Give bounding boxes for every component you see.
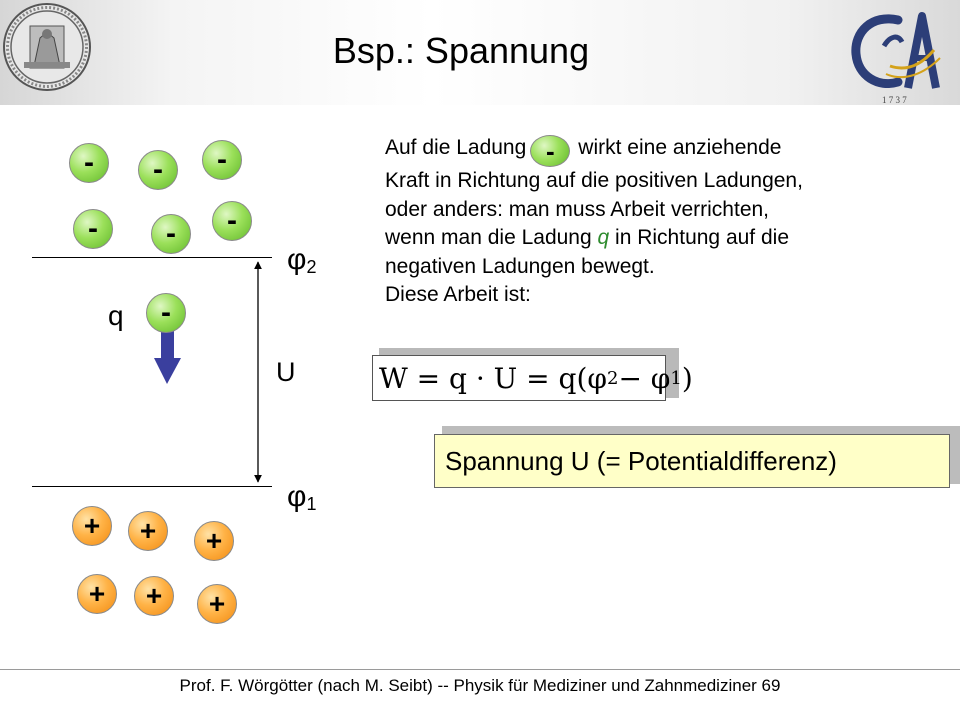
negative-charge: -: [138, 150, 178, 190]
slide-footer: Prof. F. Wörgötter (nach M. Seibt) -- Ph…: [179, 676, 781, 695]
positive-charge: +: [77, 574, 117, 614]
explanation-line-2: Kraft in Richtung auf die positiven Ladu…: [385, 169, 803, 193]
voltage-definition-box: Spannung U (= Potentialdifferenz): [434, 434, 950, 488]
footer-divider: [0, 669, 960, 670]
positive-charge: +: [128, 511, 168, 551]
explanation-line-5: negativen Ladungen bewegt.: [385, 254, 655, 278]
university-seal-icon: [3, 3, 91, 91]
voltage-label: U: [276, 357, 296, 387]
negative-charge: -: [73, 209, 113, 249]
potential-phi2: φ2: [287, 243, 317, 277]
explanation-line-3: oder anders: man muss Arbeit verrichten,: [385, 197, 770, 221]
positive-charge: +: [194, 521, 234, 561]
negative-charge: -: [202, 140, 242, 180]
positive-charge: +: [197, 584, 237, 624]
test-charge: -: [146, 293, 186, 333]
svg-text:1 7 3 7: 1 7 3 7: [882, 95, 907, 105]
upper-plate-line: [32, 257, 272, 258]
explanation-line-6: Diese Arbeit ist:: [385, 283, 531, 307]
positive-charge: +: [134, 576, 174, 616]
explanation-line-1: Auf die Ladung-wirkt eine anziehende: [385, 135, 782, 168]
lower-plate-line: [32, 486, 272, 487]
explanation-text: Auf die Ladung-wirkt eine anziehende Kra…: [385, 134, 945, 310]
slide-title: Bsp.: Spannung: [332, 30, 590, 71]
explanation-line-4: wenn man die Ladung q in Richtung auf di…: [385, 226, 789, 250]
inline-negative-charge: -: [530, 135, 571, 168]
force-arrow-shaft: [161, 330, 174, 360]
negative-charge: -: [69, 143, 109, 183]
force-arrow-head: [154, 358, 181, 384]
negative-charge: -: [212, 201, 252, 241]
charge-label-q: q: [108, 300, 124, 331]
positive-charge: +: [72, 506, 112, 546]
header-band: [0, 0, 960, 105]
negative-charge: -: [151, 214, 191, 254]
georgia-augusta-logo-icon: 1 7 3 7: [851, 12, 941, 105]
potential-phi1: φ1: [287, 480, 317, 514]
